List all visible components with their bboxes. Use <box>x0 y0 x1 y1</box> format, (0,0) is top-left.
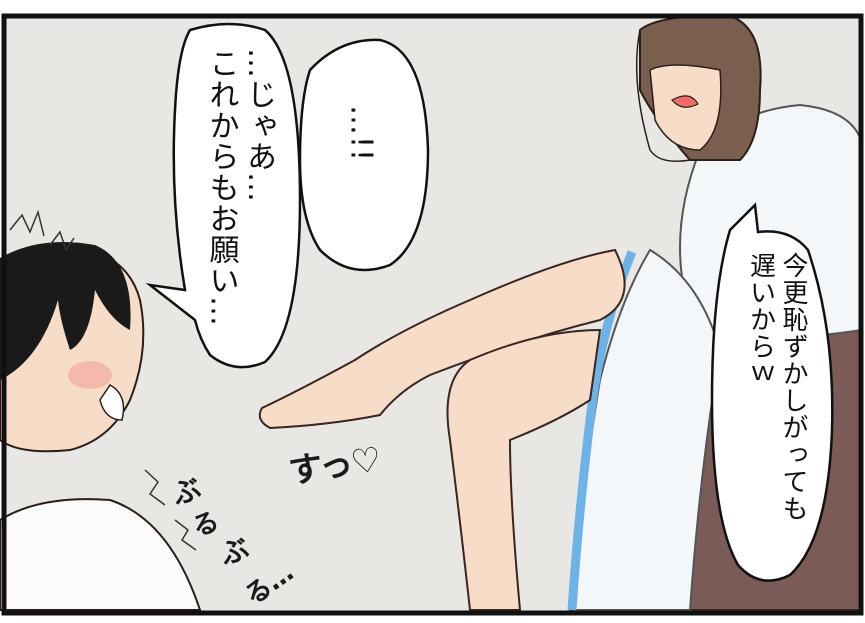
sfx-tremble: ぶ る ぶ る… <box>150 470 300 620</box>
speech-text-center: …!! <box>343 105 379 163</box>
panel-border <box>1 13 864 616</box>
man-mouth <box>99 384 125 421</box>
woman-leg-extended <box>258 248 626 430</box>
sfx-tremble-char: ぶ <box>215 531 254 572</box>
speech-text-left: …じゃあ… これからもお願い… <box>202 48 277 348</box>
woman-mouth <box>671 95 699 108</box>
speech-text-left-line: …じゃあ… これからもお願い… <box>203 48 277 327</box>
woman-leg-bent <box>446 328 602 611</box>
shock-lines <box>9 209 197 551</box>
speech-bubble-right <box>710 202 834 582</box>
man-hair <box>0 241 131 380</box>
woman-robe-lower <box>568 248 722 611</box>
speech-text-right: 今更恥ずかしがっても 遅いからｗ <box>745 252 809 522</box>
man-blush <box>68 361 112 389</box>
speech-bubble-center <box>298 38 430 272</box>
speech-bubble-left <box>145 22 302 369</box>
man-shirt <box>0 498 202 611</box>
